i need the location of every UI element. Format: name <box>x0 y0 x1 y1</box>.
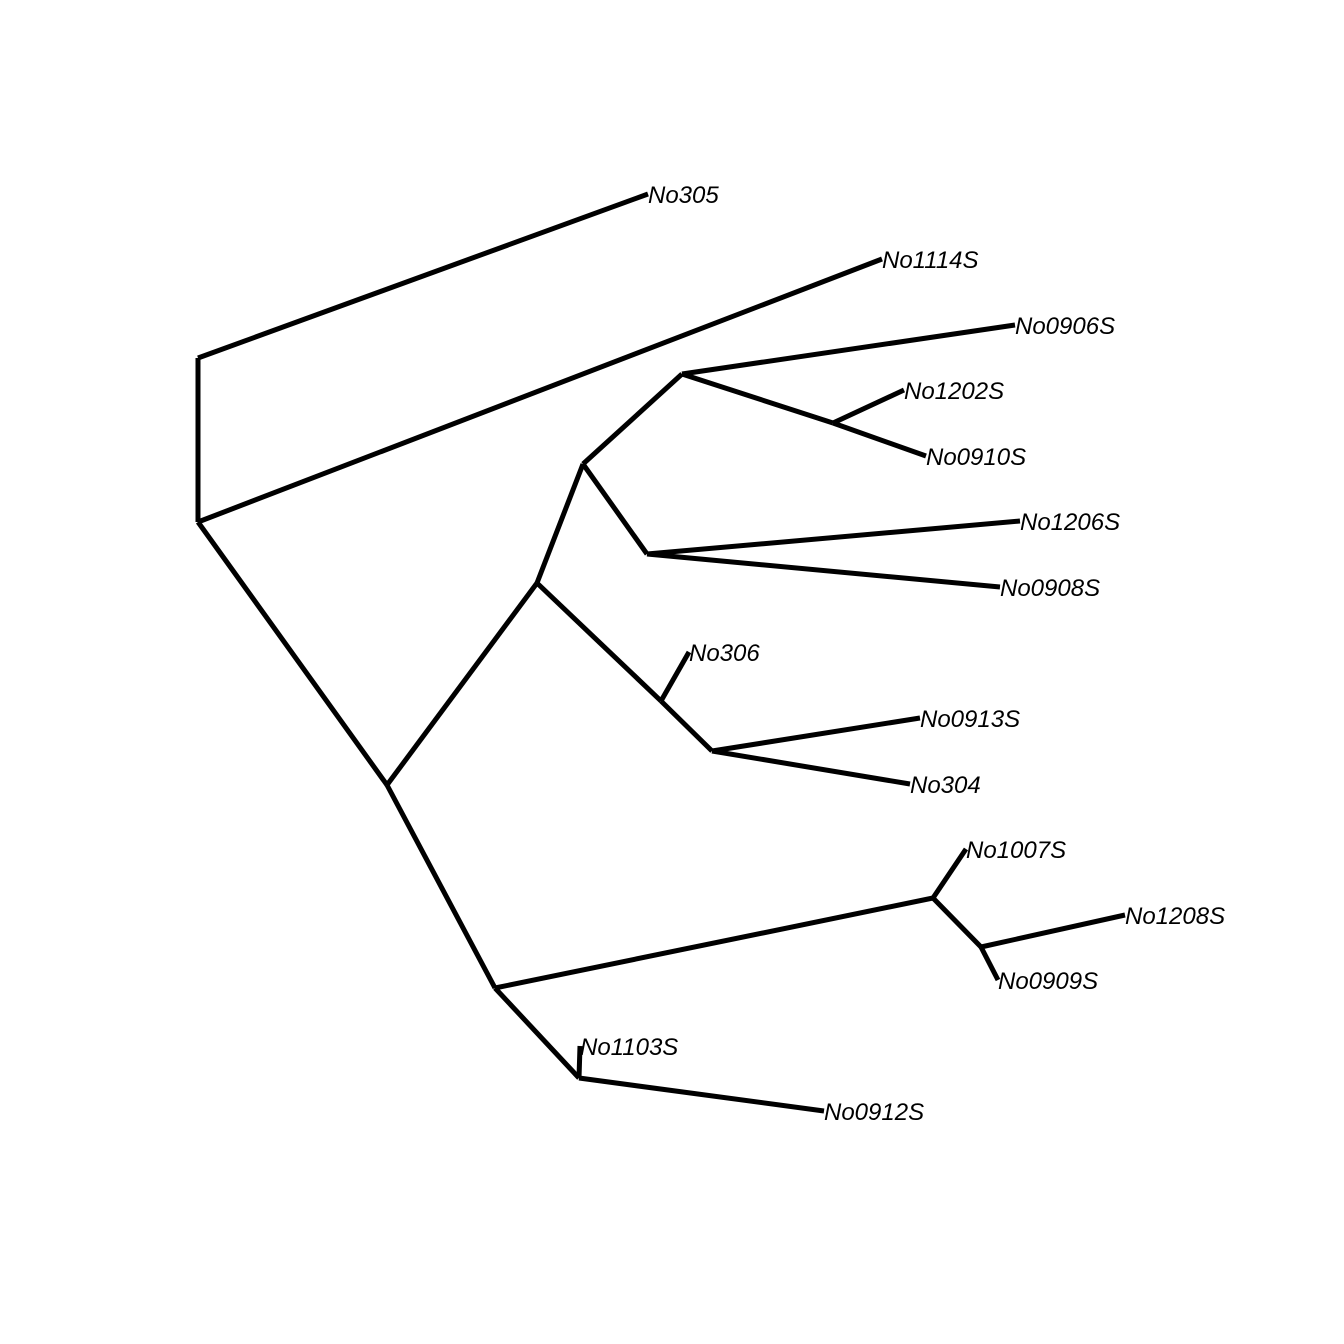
leaf-label-No1208S: No1208S <box>1125 903 1225 930</box>
branch-n_n-to-l_No1007S <box>930 847 969 900</box>
branch-n_h-to-l_No1206S <box>646 518 1021 557</box>
branch-n_m-to-n_n <box>494 895 934 991</box>
branch-n_g-to-n_i <box>681 371 834 426</box>
branch-n_e-to-n_g <box>581 372 684 466</box>
leaf-label-No0908S: No0908S <box>1000 575 1100 602</box>
branch-n_k-to-l_No304 <box>711 748 911 787</box>
branch-n_j-to-n_k <box>659 699 714 753</box>
branch-n_i-to-l_No1202S <box>831 387 906 426</box>
leaf-label-No304: No304 <box>910 772 981 799</box>
leaf-label-No306: No306 <box>689 640 760 667</box>
branch-n_j-to-l_No306 <box>658 650 692 703</box>
branch-n_i-to-l_No0910S <box>832 420 927 459</box>
leaf-label-No1007S: No1007S <box>966 837 1066 864</box>
branch-n_a-to-l_No305 <box>197 191 649 361</box>
leaf-label-No305: No305 <box>648 182 719 209</box>
branch-n_root-to-n_c <box>195 520 390 787</box>
branch-n_n-to-n_o <box>931 896 983 949</box>
branch-n_d-to-n_j <box>535 581 663 703</box>
leaf-label-No0913S: No0913S <box>920 706 1020 733</box>
leaf-label-No0910S: No0910S <box>926 444 1026 471</box>
branch-n_h-to-l_No0908S <box>646 551 1001 590</box>
branch-n_m-to-n_q <box>493 986 581 1080</box>
leaf-label-No0906S: No0906S <box>1015 313 1115 340</box>
leaf-label-No0909S: No0909S <box>998 968 1098 995</box>
leaf-label-No1206S: No1206S <box>1020 509 1120 536</box>
leaf-label-No1103S: No1103S <box>580 1034 678 1061</box>
branch-n_c-to-n_m <box>384 783 498 990</box>
branch-n_root-to-l_No1114S <box>197 256 883 525</box>
leaf-label-No0912S: No0912S <box>824 1099 924 1126</box>
branch-n_g-to-l_No0906S <box>681 322 1016 377</box>
branch-n_k-to-l_No0913S <box>711 715 921 754</box>
branch-n_d-to-n_e <box>534 463 586 584</box>
branch-n_o-to-l_No0909S <box>978 945 1001 982</box>
branch-n_q-to-l_No0912S <box>578 1075 825 1114</box>
branch-n_q-to-l_No1103S <box>576 1045 583 1079</box>
branch-n_e-to-n_h <box>580 462 650 556</box>
branch-n_o-to-l_No1208S <box>980 912 1126 950</box>
leaf-label-No1202S: No1202S <box>904 378 1004 405</box>
branch-n_c-to-n_d <box>384 581 540 787</box>
tree-branches <box>195 191 1126 1114</box>
leaf-label-No1114S: No1114S <box>882 247 979 274</box>
